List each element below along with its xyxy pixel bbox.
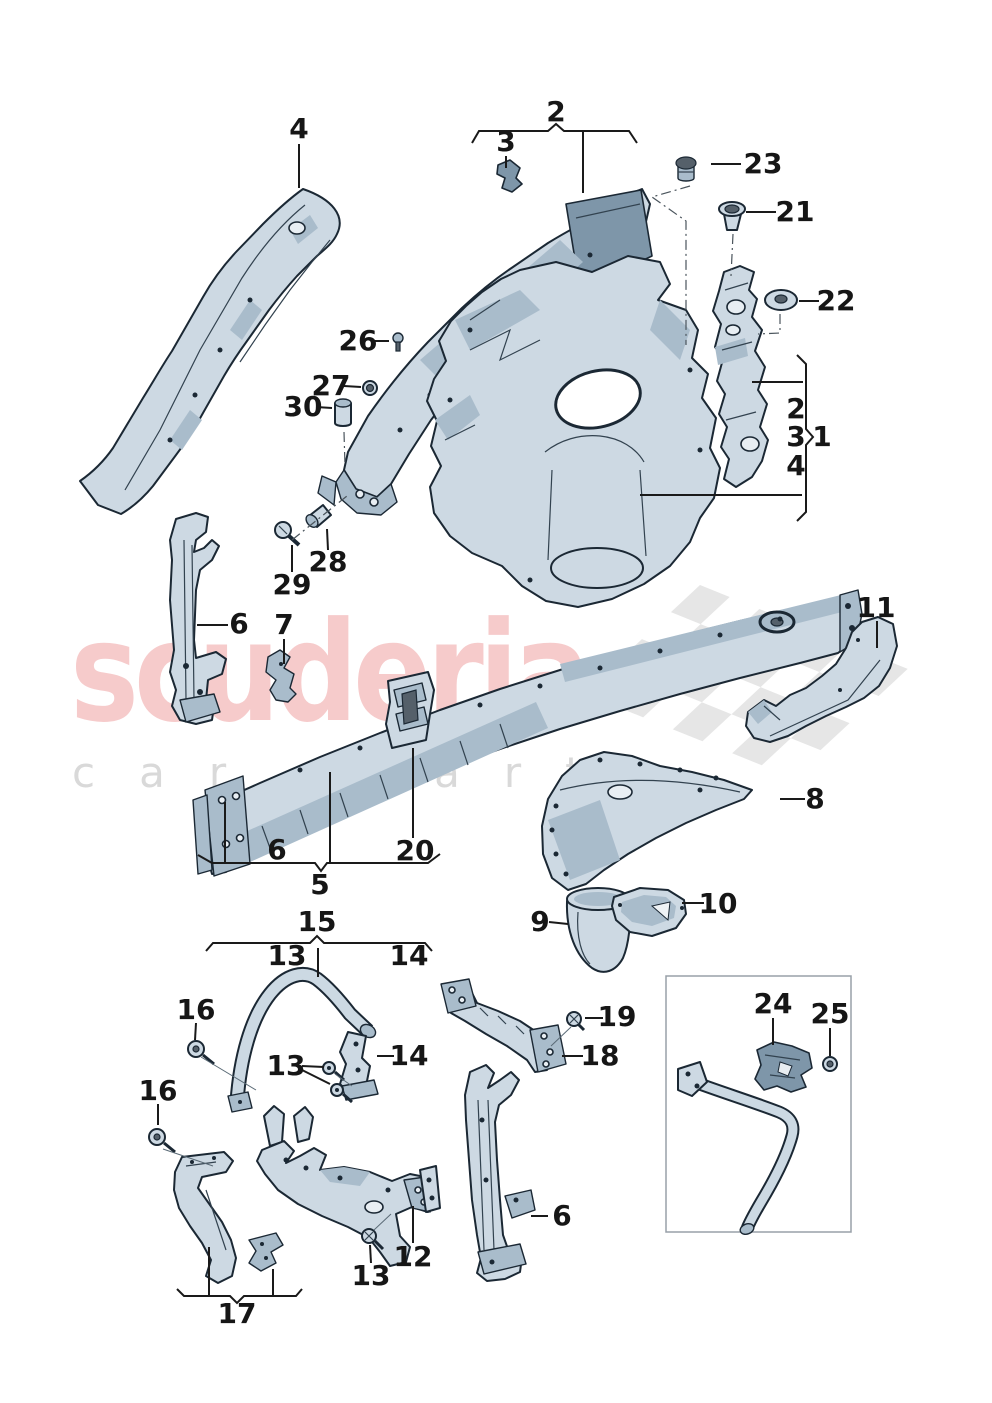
callout-label-20: 20	[395, 834, 435, 867]
part-screw-16-lower	[148, 1128, 176, 1154]
part-heat-shield	[745, 616, 898, 743]
callout-label-12: 12	[393, 1240, 433, 1273]
part-support-arm-12	[256, 1105, 439, 1267]
part-side-member-assembly	[192, 589, 863, 877]
callout-label-7: 7	[274, 608, 294, 641]
part-nut-25	[822, 1056, 838, 1072]
callout-label-21: 21	[775, 195, 815, 228]
callout-label-9: 9	[530, 905, 550, 938]
callout-label-13: 13	[351, 1259, 391, 1292]
detail-box	[665, 975, 852, 1235]
part-strap-17	[173, 1151, 284, 1284]
callout-label-26: 26	[338, 324, 378, 357]
callout-label-14: 14	[389, 939, 429, 972]
part-pillar-bracket-upper	[169, 512, 227, 725]
callout-label-22: 22	[816, 284, 856, 317]
callout-label-25: 25	[810, 997, 850, 1030]
callout-label-3: 3	[496, 125, 516, 158]
part-screws-13-pair	[322, 1061, 353, 1104]
part-screw-16-upper	[187, 1040, 215, 1066]
part-lower-wheelhouse-member	[541, 751, 753, 891]
part-latch-bracket-24	[754, 1041, 813, 1093]
part-retaining-clip	[496, 159, 523, 193]
callout-label-5: 5	[310, 868, 330, 901]
part-screw-19	[566, 1011, 586, 1032]
callout-label-24: 24	[753, 987, 793, 1020]
callout-label-23: 23	[743, 147, 783, 180]
part-pillar-bracket-lower	[419, 1064, 536, 1282]
callout-label-18: 18	[580, 1039, 620, 1072]
callout-label-10: 10	[698, 887, 738, 920]
callout-label-19: 19	[597, 1000, 637, 1033]
part-buffer-30	[334, 398, 352, 427]
callout-label-4: 4	[289, 112, 309, 145]
part-nut-27	[362, 380, 378, 396]
part-screw-29	[274, 521, 301, 547]
callout-label-29: 29	[272, 568, 312, 601]
part-grommet	[718, 201, 746, 231]
callout-label-8: 8	[805, 782, 825, 815]
callout-label-2: 2	[786, 392, 806, 425]
part-clamp-bracket-20	[385, 671, 435, 749]
part-storage-bucket-9	[565, 887, 632, 973]
part-cover-cap	[764, 289, 798, 311]
callout-label-14: 14	[389, 1039, 429, 1072]
callout-label-11: 11	[856, 591, 896, 624]
callout-label-6: 6	[552, 1199, 572, 1232]
part-reinforcement-strip	[712, 265, 769, 488]
callout-label-3: 3	[786, 420, 806, 453]
callout-label-2: 2	[546, 95, 566, 128]
part-wheel-housing	[426, 255, 721, 608]
callout-label-17: 17	[217, 1297, 257, 1330]
callout-label-13: 13	[266, 1049, 306, 1082]
leader-lines	[157, 122, 878, 1305]
part-hoop-13	[227, 967, 377, 1113]
part-expanding-nut	[675, 156, 697, 182]
callout-label-16: 16	[138, 1074, 178, 1107]
part-wheel-arch-rail-left	[79, 188, 341, 515]
callout-label-1: 1	[812, 420, 832, 453]
callout-label-6: 6	[229, 607, 249, 640]
part-bracket-7	[265, 649, 297, 703]
callout-label-16: 16	[176, 993, 216, 1026]
callout-label-28: 28	[308, 545, 348, 578]
part-storage-tray-10	[611, 887, 687, 937]
part-crossmember-18	[440, 978, 567, 1073]
callout-label-15: 15	[297, 905, 337, 938]
callout-label-4: 4	[786, 449, 806, 482]
part-screw-13-lower	[361, 1228, 385, 1251]
callout-label-13: 13	[267, 939, 307, 972]
callout-label-30: 30	[283, 390, 323, 423]
callout-label-6: 6	[267, 833, 287, 866]
callout-label-27: 27	[311, 369, 351, 402]
part-bolt-26	[392, 332, 404, 352]
